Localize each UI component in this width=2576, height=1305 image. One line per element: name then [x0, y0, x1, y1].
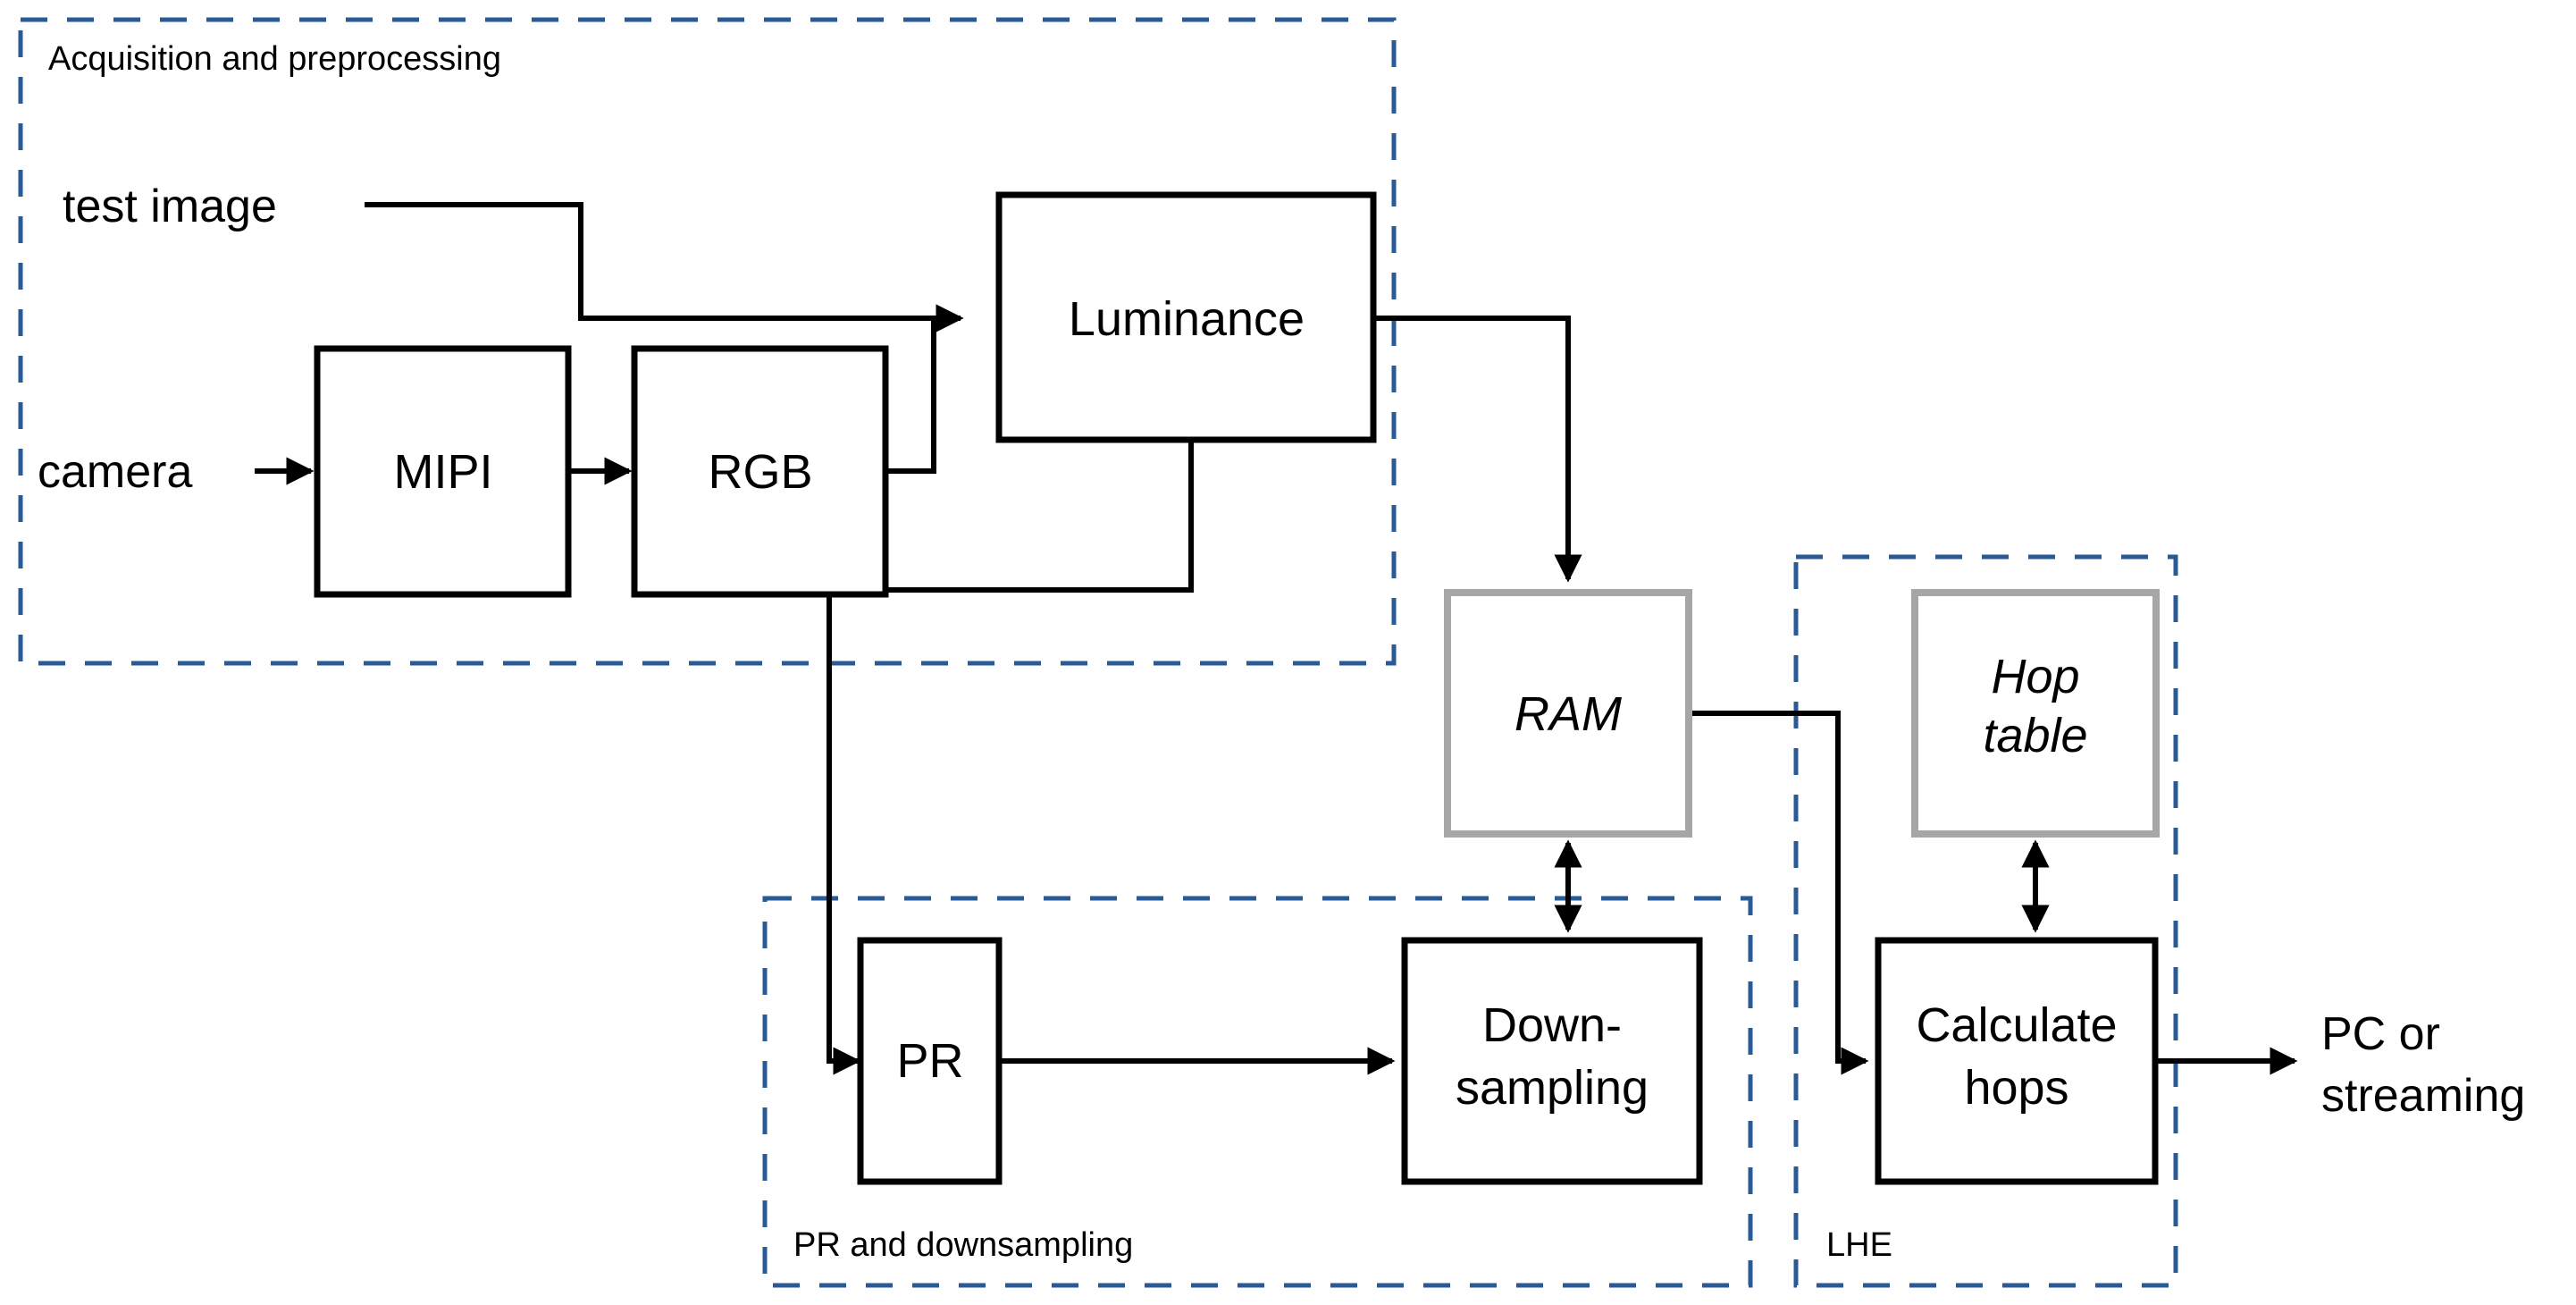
block-downsampling[interactable] [1401, 937, 1703, 1185]
io-label-test-image: test image [63, 181, 277, 232]
connector-ram-to-calculate-hops [1689, 711, 1869, 1075]
block-label-luminance: Luminance [1069, 292, 1305, 346]
connector-luminance-to-pr [827, 440, 1194, 1075]
block-label-downsampling-line1: Down- [1482, 998, 1622, 1052]
block-label-ram: RAM [1515, 687, 1622, 741]
block-label-calculate-hops-line1: Calculate [1916, 998, 2117, 1052]
group-box-lhe [1793, 554, 2178, 1288]
block-label-mipi: MIPI [393, 445, 492, 499]
block-ram[interactable] [1444, 589, 1692, 838]
block-calculate-hops[interactable] [1875, 937, 2159, 1185]
connector-luminance-to-ram [1373, 316, 1582, 583]
block-label-pr: PR [896, 1034, 963, 1088]
io-label-pc-or-streaming-line1: PC or [2321, 1008, 2440, 1060]
io-label-camera: camera [38, 446, 192, 498]
block-mipi[interactable] [314, 345, 572, 598]
group-box-acquisition [18, 17, 1397, 666]
block-label-downsampling-line2: sampling [1456, 1061, 1649, 1115]
block-pr[interactable] [857, 937, 1003, 1185]
group-box-pr-downsampling [762, 896, 1753, 1288]
group-label-acquisition: Acquisition and preprocessing [48, 40, 501, 78]
block-label-calculate-hops-line2: hops [1964, 1061, 2068, 1115]
block-label-hop-table-line2: table [1983, 709, 2087, 762]
block-luminance[interactable] [995, 191, 1377, 443]
block-rgb[interactable] [631, 345, 889, 598]
block-label-hop-table-line1: Hop [1991, 650, 2079, 703]
block-hop-table[interactable] [1911, 589, 2160, 838]
io-label-pc-or-streaming-line2: streaming [2321, 1070, 2525, 1122]
connector-test-image-to-luminance [365, 202, 964, 333]
block-label-rgb: RGB [708, 445, 812, 499]
group-label-lhe: LHE [1826, 1226, 1892, 1264]
connector-rgb-to-luminance [885, 304, 964, 474]
group-label-pr-downsampling: PR and downsampling [793, 1226, 1133, 1264]
